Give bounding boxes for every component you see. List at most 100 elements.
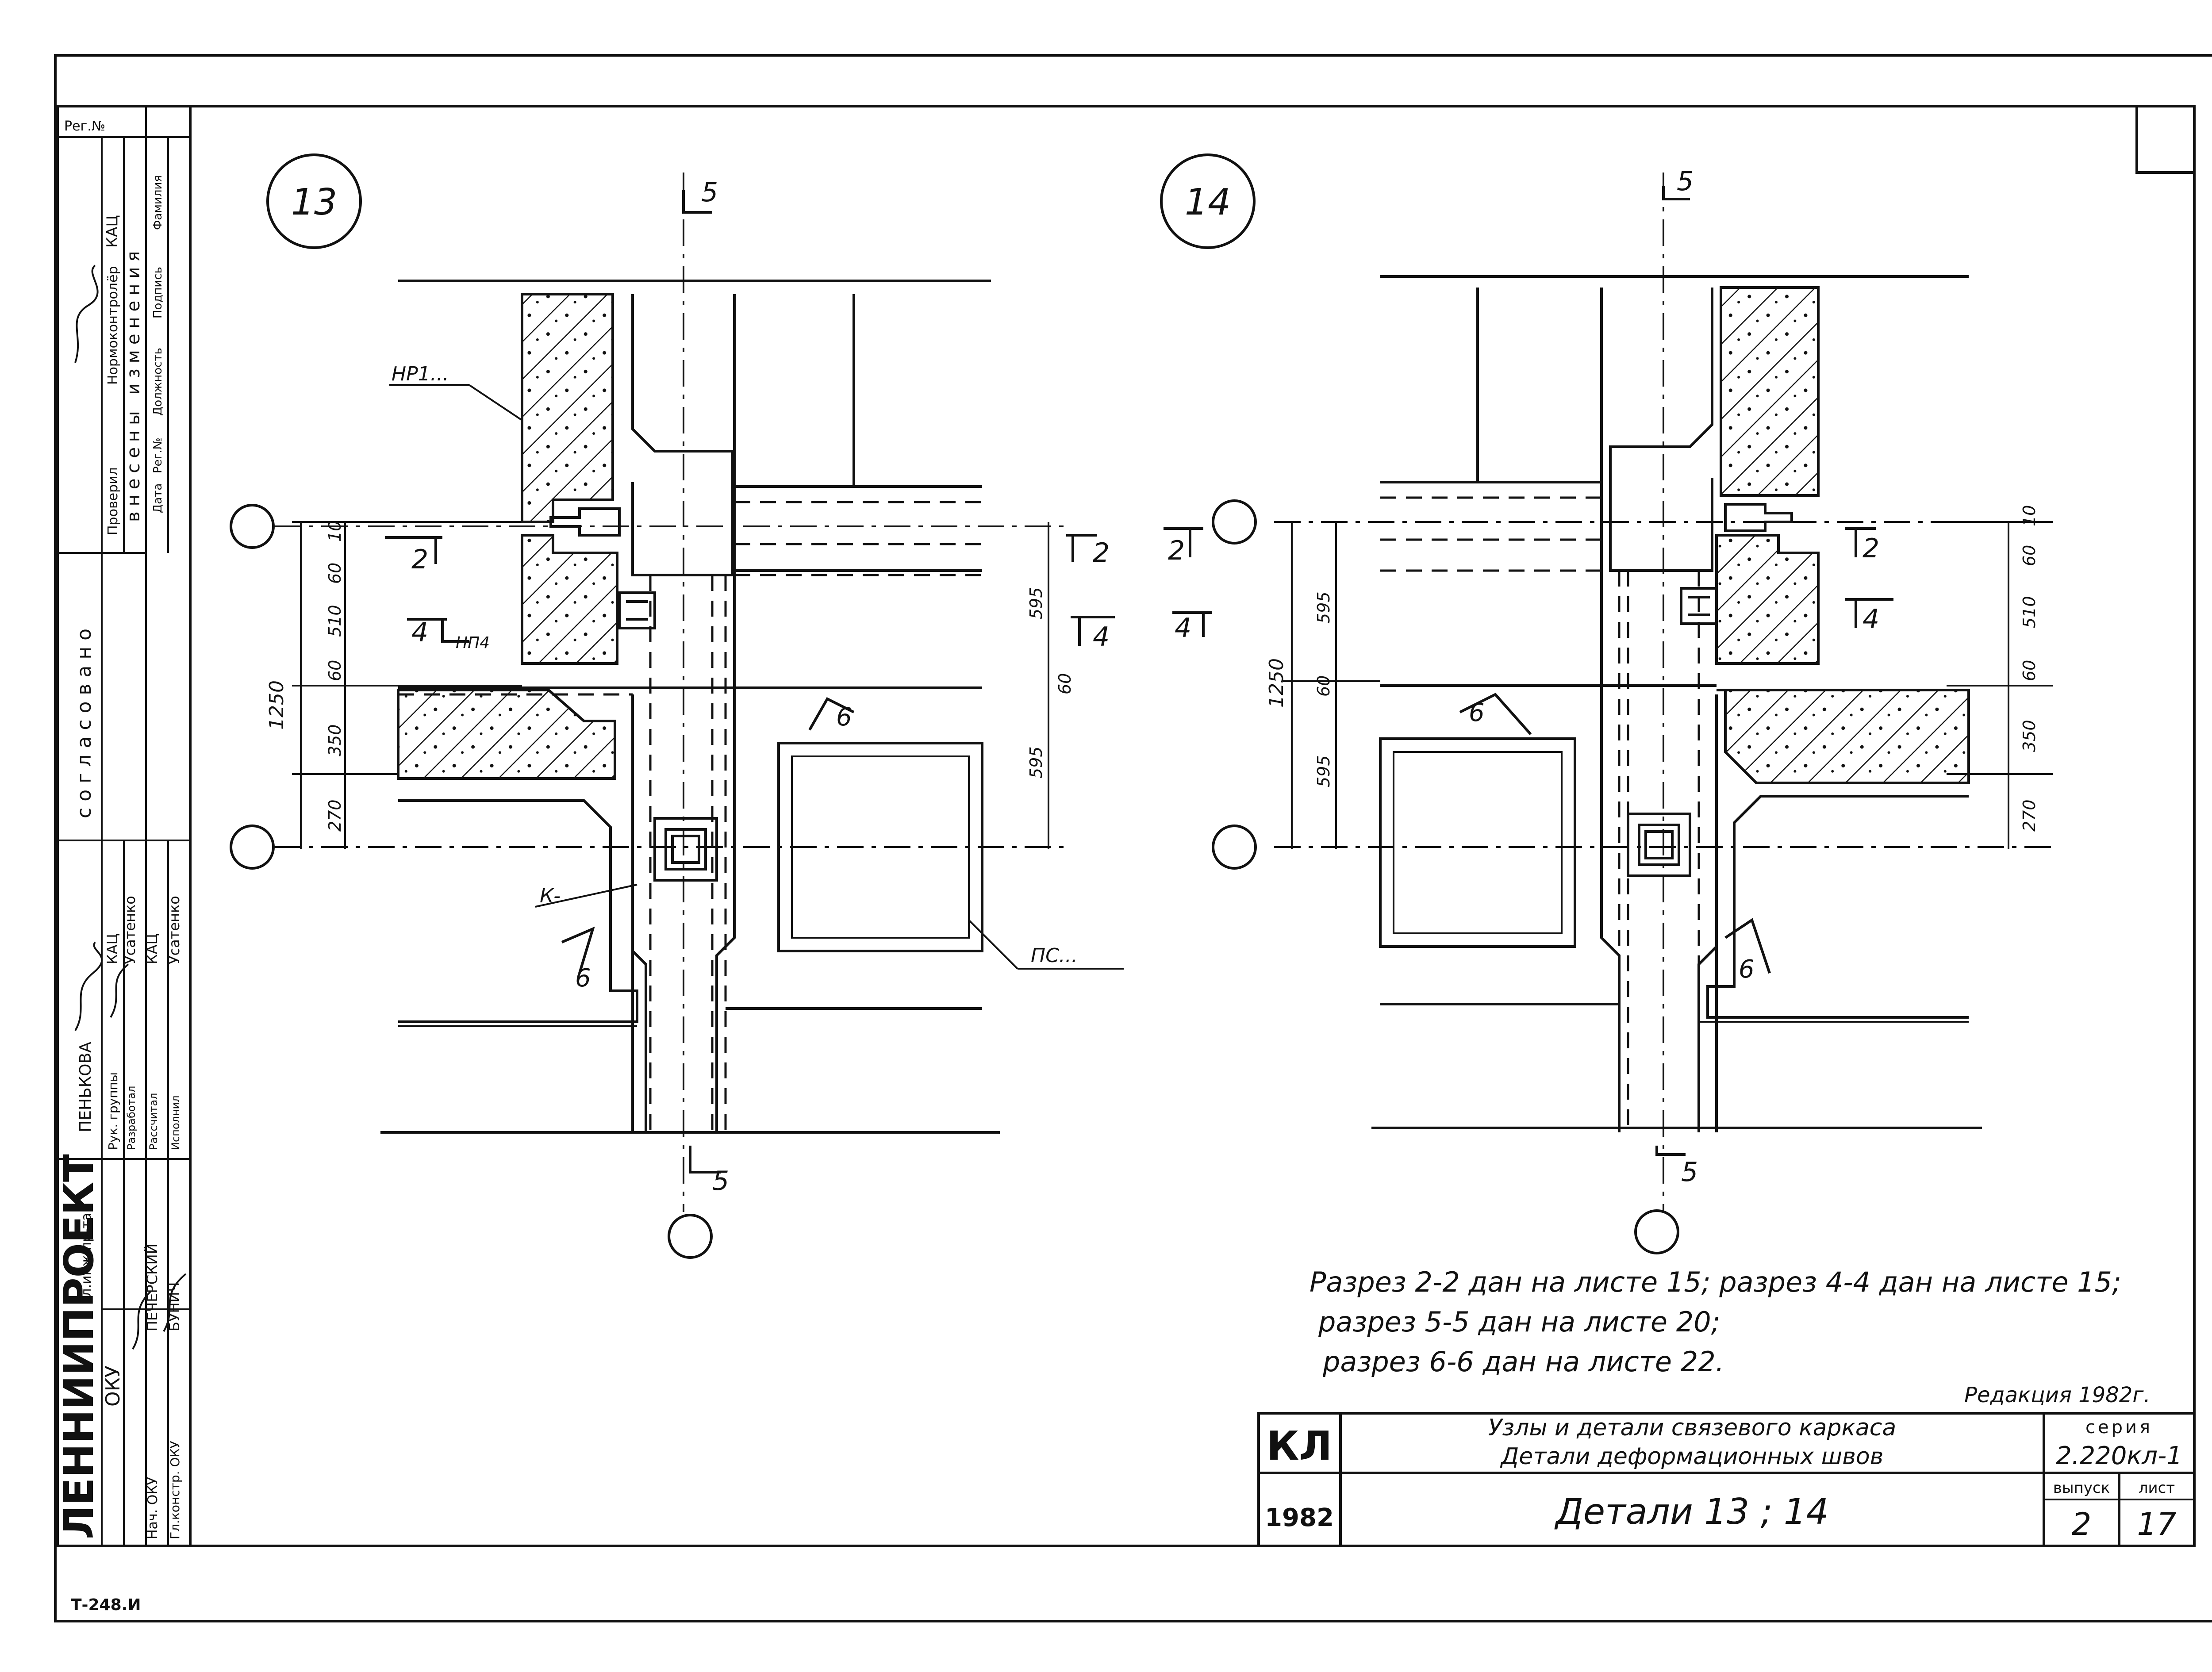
anchor-bolt-lower-13 (618, 591, 656, 629)
signature-checker (74, 265, 99, 363)
dim-14-right-5: 270 (2020, 799, 2039, 832)
section-5-bottom-13 (689, 1146, 721, 1173)
section-5-top-13-label: 5 (701, 177, 718, 208)
detail-14: 14 5 5 (1160, 153, 2053, 1254)
lower-slab-outline-14 (1706, 795, 1969, 1019)
stamp-corner-label: Рег.№ (64, 119, 105, 134)
section-4-left-14-label: 4 (1175, 613, 1191, 644)
dim-14-right-3: 60 (2020, 660, 2039, 681)
role-developed: Разработал (125, 1086, 138, 1150)
dim-13-left-3: 510 (325, 605, 345, 637)
axis-bubble-upper-14 (1212, 499, 1257, 545)
dim-13-left-5: 350 (325, 724, 345, 756)
column-section-13 (653, 817, 718, 882)
lower-slab-outline-13 (398, 799, 638, 1023)
section-6-upper-13-label: 6 (836, 703, 852, 732)
title-year: 1982 (1265, 1503, 1334, 1532)
column-section-14 (1627, 813, 1691, 877)
detail-13-number: 13 (291, 181, 337, 223)
change-col-reg: Рег.№ (151, 437, 165, 473)
issue-label: выпуск (2053, 1479, 2110, 1497)
role-group-lead: Рук. группы (106, 1072, 120, 1150)
dim-14-left-0: 1250 (1265, 658, 1288, 708)
axis-bubble-lower-13 (230, 824, 275, 870)
change-col-position: Должность (151, 348, 165, 416)
label-np4: НП4 (456, 634, 490, 652)
agreed-label: согласовано (73, 622, 96, 818)
label-pc: ПС... (1031, 944, 1078, 967)
dim-13-left-0: 1250 (265, 680, 288, 730)
wall-panel-upper-13 (521, 293, 614, 523)
checked-label: Проверил (105, 467, 121, 535)
dim-13-left-4: 60 (325, 660, 345, 681)
section-6-upper-14 (1459, 693, 1532, 735)
section-6-lower-14-label: 6 (1739, 955, 1755, 984)
drawing-border (189, 105, 2196, 1547)
outer-frame (54, 54, 2212, 1622)
section-2-right-13-label: 2 (1093, 537, 1110, 568)
slab-14 (1724, 689, 1970, 784)
section-2-left-13 (385, 536, 442, 564)
section-4-right-13-label: 4 (1093, 621, 1110, 652)
note-line-1: Разрез 2-2 дан на листе 15; разрез 4-4 д… (1310, 1266, 2121, 1298)
section-6-upper-14-label: 6 (1469, 698, 1485, 727)
change-col-signature: Подпись (151, 267, 165, 318)
dim-13-left-2: 60 (325, 563, 345, 584)
dim-14-left-3: 595 (1314, 755, 1333, 787)
section-4-left-14 (1172, 611, 1212, 637)
panel-window-14 (1379, 737, 1576, 948)
signature-group-lead (110, 963, 129, 1018)
slab-13 (397, 689, 616, 780)
section-5-top-14 (1662, 186, 1690, 200)
norm-control-label: Нормоконтролёр (105, 266, 121, 385)
title-line-1: Узлы и детали связевого каркаса (1488, 1415, 1896, 1441)
dim-14-left-1: 595 (1314, 591, 1333, 624)
issue-value: 2 (2072, 1506, 2092, 1542)
detail-13: 13 (230, 153, 1124, 1259)
section-6-upper-13 (808, 697, 855, 731)
axis-bubble-bottom-13 (668, 1214, 713, 1259)
dim-13-right-0: 595 (1026, 587, 1046, 619)
column-head-13 (631, 294, 733, 576)
sheet-label: лист (2139, 1479, 2175, 1497)
dim-14-right-0: 10 (2020, 505, 2039, 526)
note-line-3: разрез 6-6 дан на листе 22. (1322, 1346, 1724, 1378)
sheet-value: 17 (2137, 1506, 2176, 1542)
org-name: ЛЕННИИПРОЕКТ (55, 1154, 103, 1539)
axis-bubble-upper-13 (230, 504, 275, 549)
dept-name: ОКУ (102, 1365, 124, 1407)
changes-label: внесены изменения (123, 246, 144, 522)
change-col-surname: Фамилия (151, 175, 165, 230)
norm-control-name: КАЦ (104, 215, 121, 248)
detail-14-callout (1160, 153, 1256, 249)
section-4-right-14 (1845, 598, 1893, 628)
section-5-bottom-13-label: 5 (712, 1166, 729, 1196)
note-line-2: разрез 5-5 дан на листе 20; (1318, 1306, 1720, 1338)
section-5-bottom-14-label: 5 (1681, 1157, 1698, 1188)
section-2-right-14-label: 2 (1863, 533, 1879, 564)
column-head-14 (1609, 288, 1713, 572)
sheet-title: Детали 13 ; 14 (1554, 1491, 1828, 1532)
dim-13-right-2: 595 (1026, 746, 1046, 778)
dim-14-right-1: 60 (2020, 545, 2039, 566)
name-group-lead: КАЦ (104, 934, 121, 964)
section-2-right-14 (1845, 527, 1876, 557)
title-line-2: Детали деформационных швов (1500, 1443, 1884, 1470)
agreed-name: ПЕНЬКОВА (77, 1042, 95, 1132)
section-5-top-13 (682, 190, 712, 214)
section-2-left-14 (1164, 527, 1203, 557)
label-np1: НР1... (392, 363, 449, 385)
corner-box (2135, 105, 2196, 174)
change-col-date: Дата (151, 483, 165, 513)
name-executed: Усатенко (166, 896, 183, 964)
edition-note: Редакция 1982г. (1964, 1383, 2151, 1407)
anchor-bolt-lower-14 (1680, 587, 1718, 625)
column-lines-13 (733, 294, 982, 690)
role-executed: Исполнил (169, 1096, 182, 1150)
section-6-lower-13 (561, 926, 595, 974)
section-4-right-13 (1071, 616, 1115, 646)
series-value: 2.220кл-1 (2056, 1442, 2182, 1470)
section-4-left-13-label: 4 (411, 617, 428, 648)
axis-bubble-lower-14 (1212, 824, 1257, 870)
